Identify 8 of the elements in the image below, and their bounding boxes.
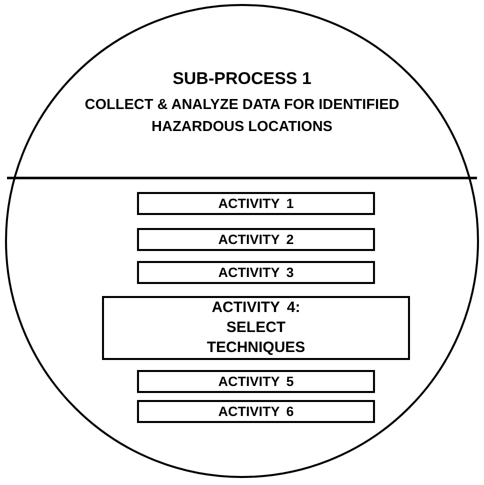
activity-box: ACTIVITY 4: SELECT TECHNIQUES [102,296,410,360]
heading: SUB-PROCESS 1 [172,69,312,88]
activity-box: ACTIVITY 1 [137,192,375,215]
activity-box: ACTIVITY 5 [137,370,375,393]
activity-box: ACTIVITY 2 [137,228,375,251]
subheading: COLLECT & ANALYZE DATA FOR IDENTIFIED HAZARDOUS LOCATIONS [84,97,400,135]
activity-box: ACTIVITY 3 [137,261,375,284]
activity-box: ACTIVITY 6 [137,400,375,423]
